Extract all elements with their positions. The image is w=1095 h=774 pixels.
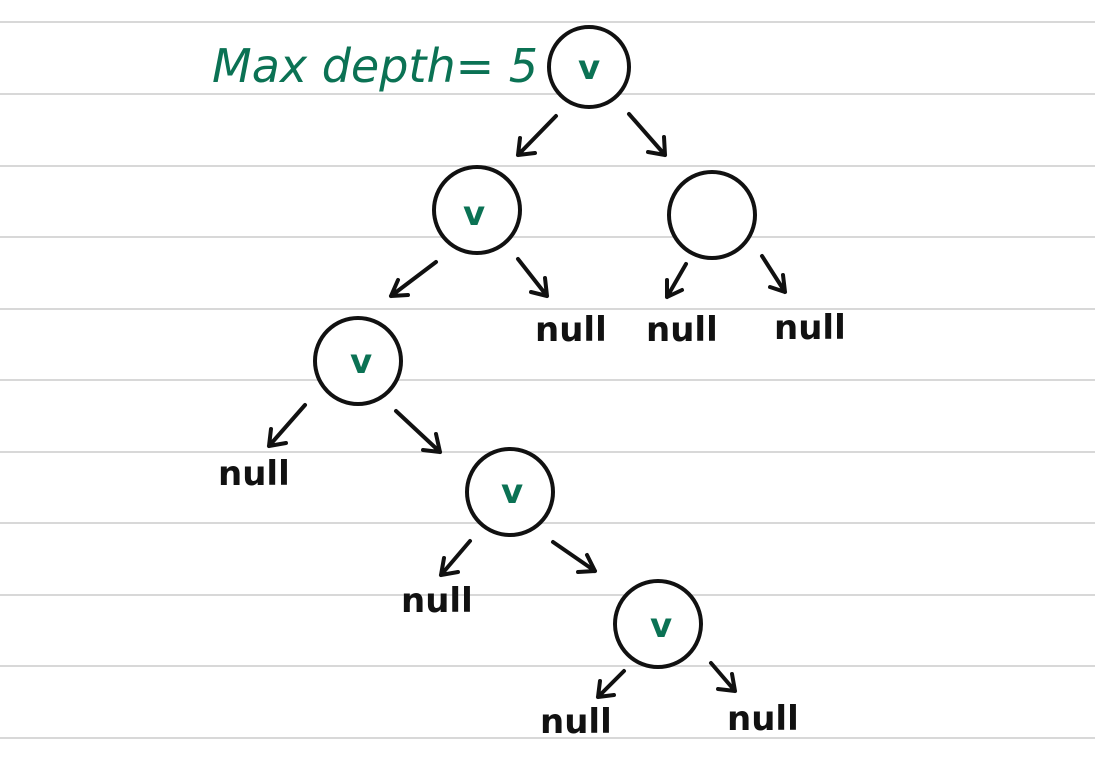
edge-arrow	[627, 112, 667, 157]
tree-node-left-left	[313, 316, 403, 406]
edge-arrow	[516, 257, 549, 298]
null-labels: null null null null null null null	[218, 308, 846, 742]
check-mark-icon: v	[501, 472, 523, 512]
edge-arrow	[389, 260, 438, 298]
tree-node-root	[547, 25, 631, 109]
null-label: null	[540, 702, 612, 742]
edge-arrow	[551, 540, 597, 574]
null-label: null	[401, 581, 473, 621]
null-label: null	[535, 310, 607, 350]
max-depth-title: Max depth= 5	[212, 39, 538, 93]
tree-node-right	[667, 170, 757, 260]
edge-arrow	[665, 262, 688, 299]
null-label: null	[727, 699, 799, 739]
edge-arrow	[394, 409, 442, 454]
nodes	[313, 25, 757, 669]
edge-arrow	[516, 114, 558, 157]
null-label: null	[646, 310, 718, 350]
tree-node-left-left-right-right	[613, 579, 703, 669]
tree-node-left-left-right	[465, 447, 555, 537]
edge-arrow	[596, 669, 626, 699]
ruled-lines	[0, 21, 1095, 739]
edge-arrow	[267, 403, 307, 448]
check-mark-icon: v	[463, 194, 485, 234]
edge-arrow	[709, 661, 737, 693]
edges	[267, 112, 787, 699]
check-mark-icon: v	[650, 606, 672, 646]
tree-node-left	[432, 165, 522, 255]
check-marks: v v v v v	[350, 48, 672, 646]
edge-arrow	[760, 254, 787, 294]
null-label: null	[218, 454, 290, 494]
check-mark-icon: v	[350, 342, 372, 382]
edge-arrow	[439, 539, 472, 577]
null-label: null	[774, 308, 846, 348]
check-mark-icon: v	[578, 48, 600, 88]
